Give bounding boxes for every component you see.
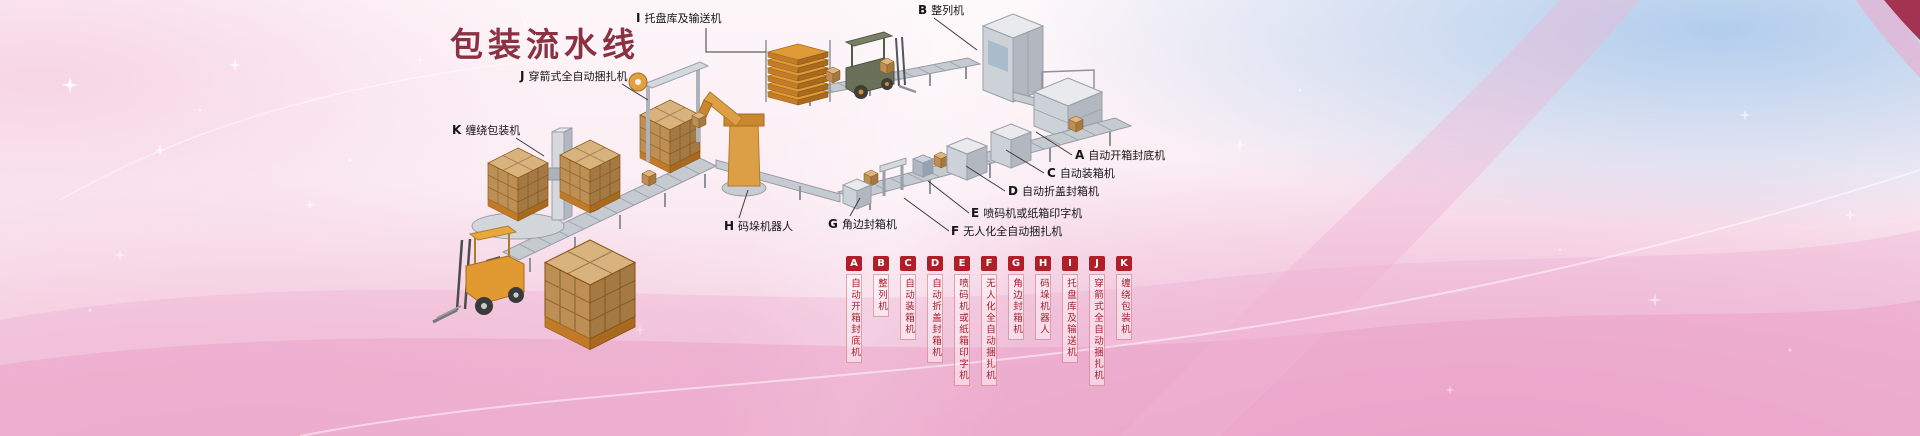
legend-letter-badge: B <box>873 256 889 271</box>
carton-on-belt <box>933 151 949 169</box>
legend-item-b: B 整列机 <box>873 256 889 317</box>
leader-lines <box>515 17 1073 232</box>
callout-label: 整列机 <box>931 4 965 17</box>
legend-item-j: J 穿箭式全自动捆扎机 <box>1089 256 1105 386</box>
callout-label: 角边封箱机 <box>841 218 897 231</box>
callout-label: 自动装箱机 <box>1059 167 1115 180</box>
machine-c-case-packer <box>989 123 1033 169</box>
machine-j-pallet-strapper <box>628 61 710 162</box>
legend-label: 自动装箱机 <box>900 274 916 340</box>
callout-letter: H <box>724 219 735 233</box>
callout-letter: E <box>971 206 980 220</box>
legend-letter-badge: G <box>1008 256 1024 271</box>
callout-label: 码垛机器人 <box>738 220 794 233</box>
callout-letter: J <box>520 69 525 83</box>
callout-letter: D <box>1008 184 1018 198</box>
callout-letter: F <box>951 224 960 238</box>
legend-item-a: A 自动开箱封底机 <box>846 256 862 363</box>
machine-e-inkjet-coder <box>911 154 935 178</box>
callout-label: 缠绕包装机 <box>465 124 521 137</box>
legend-label: 喷码机或纸箱印字机 <box>954 274 970 386</box>
callout-letter: I <box>636 11 641 25</box>
carton-on-belt <box>879 57 895 75</box>
legend-item-c: C 自动装箱机 <box>900 256 916 340</box>
legend-label: 穿箭式全自动捆扎机 <box>1089 274 1105 386</box>
callout-label: 自动开箱封底机 <box>1088 149 1166 162</box>
legend-label: 角边封箱机 <box>1008 274 1024 340</box>
machine-b-collator <box>981 13 1045 103</box>
callout-label: 自动折盖封箱机 <box>1021 185 1099 198</box>
forklift-small <box>844 31 917 99</box>
legend-item-e: E 喷码机或纸箱印字机 <box>954 256 970 386</box>
legend-label: 自动开箱封底机 <box>846 274 862 363</box>
callout-label: 穿箭式全自动捆扎机 <box>528 70 628 83</box>
callout-label: 托盘库及输送机 <box>644 12 722 25</box>
callout-label: 喷码机或纸箱印字机 <box>983 207 1083 220</box>
callout-letter: B <box>918 3 928 17</box>
legend: A 自动开箱封底机 B 整列机 C 自动装箱机 D 自动折盖封箱机 E 喷码机或… <box>846 256 1132 386</box>
machine-g-corner-sealer <box>841 178 873 210</box>
legend-letter-badge: F <box>981 256 997 271</box>
legend-label: 码垛机器人 <box>1035 274 1051 340</box>
corner-ribbon <box>1856 0 1920 78</box>
legend-letter-badge: J <box>1089 256 1105 271</box>
legend-letter-badge: I <box>1062 256 1078 271</box>
legend-label: 自动折盖封箱机 <box>927 274 943 363</box>
carton-stack <box>560 140 620 213</box>
callout-label: 无人化全自动捆扎机 <box>963 225 1063 238</box>
legend-label: 整列机 <box>873 274 889 317</box>
legend-letter-badge: C <box>900 256 916 271</box>
carton-stack-large <box>545 240 635 350</box>
legend-item-i: I 托盘库及输送机 <box>1062 256 1078 363</box>
legend-label: 缠绕包装机 <box>1116 274 1132 340</box>
legend-item-d: D 自动折盖封箱机 <box>927 256 943 363</box>
legend-letter-badge: E <box>954 256 970 271</box>
legend-letter-badge: K <box>1116 256 1132 271</box>
legend-label: 托盘库及输送机 <box>1062 274 1078 363</box>
legend-item-k: K 缠绕包装机 <box>1116 256 1132 340</box>
carton-stack <box>488 148 548 221</box>
sparkles <box>61 20 1857 395</box>
carton-on-belt <box>825 66 841 84</box>
carton-on-belt <box>1068 115 1084 133</box>
page-title: 包装流水线 <box>450 25 640 64</box>
legend-letter-badge: H <box>1035 256 1051 271</box>
forklift-large <box>432 225 525 324</box>
legend-letter-badge: D <box>927 256 943 271</box>
callout-letter: A <box>1075 148 1085 162</box>
carton-on-belt <box>641 169 657 187</box>
pallet-magazine <box>765 40 831 106</box>
machine-f-strapper <box>879 157 907 196</box>
callout-letter: K <box>452 123 462 137</box>
legend-label: 无人化全自动捆扎机 <box>981 274 997 386</box>
legend-item-f: F 无人化全自动捆扎机 <box>981 256 997 386</box>
legend-item-h: H 码垛机器人 <box>1035 256 1051 340</box>
callout-letter: G <box>828 217 838 231</box>
legend-item-g: G 角边封箱机 <box>1008 256 1024 340</box>
palletizing-robot <box>691 91 767 197</box>
legend-letter-badge: A <box>846 256 862 271</box>
callout-letter: C <box>1047 166 1056 180</box>
machine-d-case-sealer <box>945 137 989 181</box>
